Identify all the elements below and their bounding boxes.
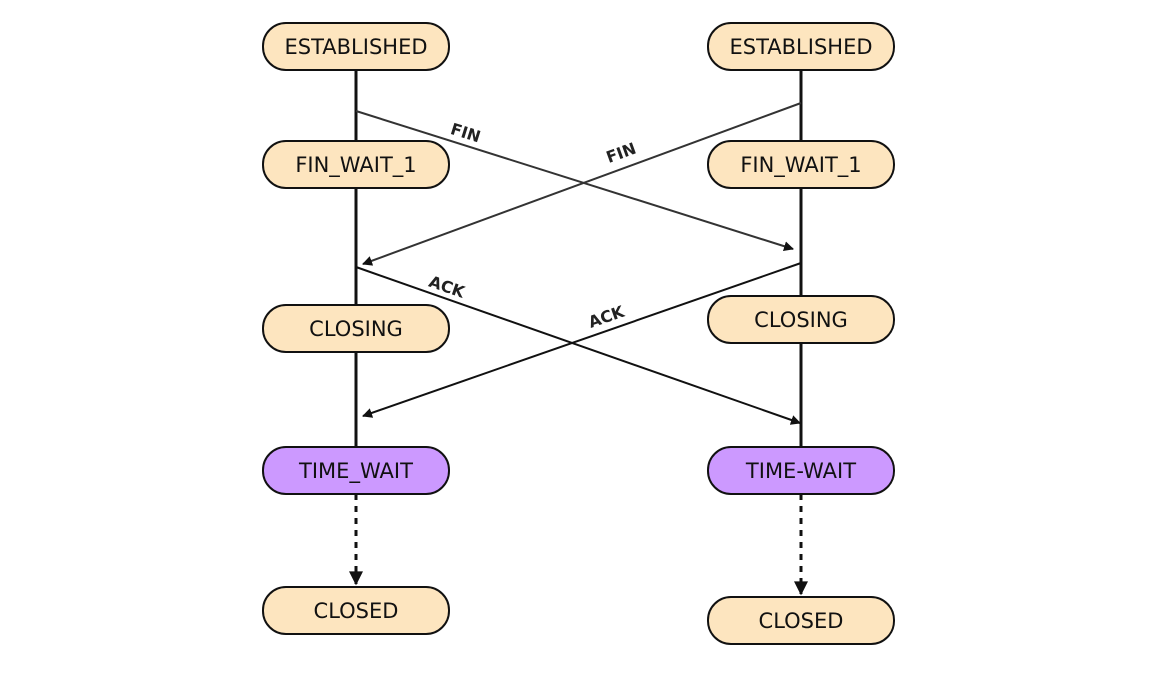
right-established-label: ESTABLISHED <box>729 35 872 59</box>
left-established-label: ESTABLISHED <box>284 35 427 59</box>
left-closed-label: CLOSED <box>314 599 399 623</box>
right-state-time-wait: TIME-WAIT <box>707 446 895 495</box>
left-state-fin-wait-1: FIN_WAIT_1 <box>262 140 450 189</box>
fin-right-to-left-arrow <box>362 102 802 266</box>
left-state-closed: CLOSED <box>262 586 450 635</box>
right-fin-wait-1-label: FIN_WAIT_1 <box>740 153 861 178</box>
fin-left-to-right-arrow <box>355 110 794 252</box>
right-state-closed: CLOSED <box>707 596 895 645</box>
left-state-time-wait: TIME_WAIT <box>262 446 450 495</box>
ack-right-to-left-arrow <box>362 262 802 418</box>
left-state-closing: CLOSING <box>262 304 450 353</box>
left-time-wait-label: TIME_WAIT <box>298 459 413 484</box>
fin-right-label: FIN <box>604 139 639 167</box>
right-closing-label: CLOSING <box>754 308 848 332</box>
left-state-established: ESTABLISHED <box>262 22 450 71</box>
left-closing-label: CLOSING <box>309 317 403 341</box>
right-state-established: ESTABLISHED <box>707 22 895 71</box>
right-state-closing: CLOSING <box>707 295 895 344</box>
ack-left-to-right-arrow <box>355 266 801 425</box>
right-state-fin-wait-1: FIN_WAIT_1 <box>707 140 895 189</box>
right-time-wait-label: TIME-WAIT <box>745 459 856 483</box>
ack-right-label: ACK <box>586 302 627 332</box>
right-closed-label: CLOSED <box>759 609 844 633</box>
ack-left-label: ACK <box>426 272 467 302</box>
left-fin-wait-1-label: FIN_WAIT_1 <box>295 153 416 178</box>
